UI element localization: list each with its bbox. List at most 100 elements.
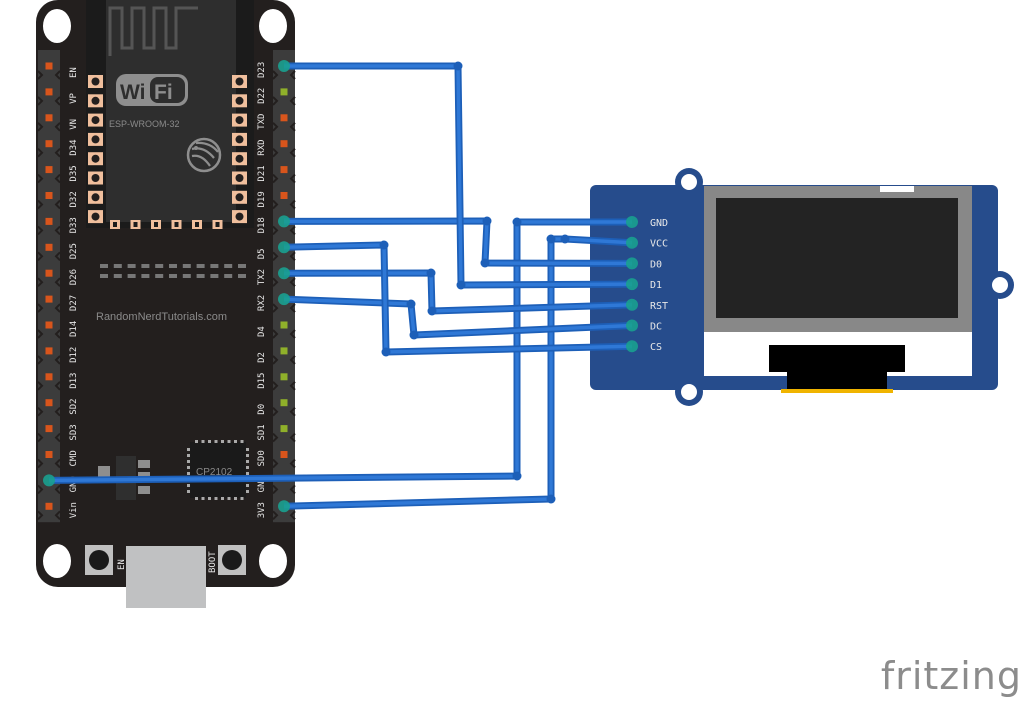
pin-label: RXD (257, 139, 267, 155)
pin-right-sd0[interactable] (272, 451, 296, 469)
wire-connector-end[interactable] (626, 278, 638, 291)
pin-label: D33 (69, 217, 79, 233)
wire-cs[interactable] (283, 240, 633, 357)
wire-connector-end[interactable] (278, 60, 290, 72)
pin-left-d32[interactable] (37, 192, 61, 210)
pin-right-tx2[interactable] (272, 277, 296, 287)
wire-connector-end[interactable] (278, 293, 290, 306)
pin-left-d13[interactable] (37, 373, 61, 391)
wire-bendpoint[interactable] (560, 234, 570, 244)
mount-hole (43, 544, 71, 578)
pin-label: D5 (257, 248, 267, 259)
wire-connector-end[interactable] (43, 474, 55, 487)
pin-label: GND (69, 476, 79, 492)
wire-connector-end[interactable] (626, 236, 638, 249)
pin-label: GND (257, 476, 267, 492)
pin-right-d4[interactable] (272, 321, 296, 339)
wire-connector-end[interactable] (278, 241, 290, 254)
wire-bendpoint[interactable] (482, 216, 492, 226)
wire-connector-end[interactable] (278, 215, 290, 228)
wire-bendpoint[interactable] (456, 280, 466, 290)
wire-vcc[interactable] (283, 234, 633, 510)
mount-hole (681, 384, 697, 400)
module-pads-right (232, 75, 247, 224)
wire-connector-end[interactable] (626, 298, 638, 311)
pin-left-en[interactable] (37, 62, 61, 80)
pin-label: CMD (69, 450, 79, 466)
mount-hole (259, 9, 287, 43)
wire-d1[interactable] (284, 61, 633, 290)
pin-right-d2[interactable] (272, 347, 296, 365)
oled-pin-label-vcc: VCC (650, 239, 668, 250)
pin-right-d22[interactable] (272, 88, 296, 106)
wire-bendpoint[interactable] (512, 471, 522, 481)
pin-right-rx2[interactable] (272, 303, 296, 313)
pin-left-d27[interactable] (37, 295, 61, 313)
boot-button[interactable] (218, 545, 246, 575)
wire-bendpoint[interactable] (381, 347, 391, 357)
wire-connector-end[interactable] (278, 267, 290, 280)
pin-left-d33[interactable] (37, 217, 61, 236)
wire-connector-end[interactable] (626, 216, 638, 228)
wire-bendpoint[interactable] (406, 299, 416, 309)
pin-left-d34[interactable] (37, 140, 61, 158)
pin-label: D22 (257, 88, 267, 104)
wire-connector-end[interactable] (626, 257, 638, 270)
pin-left-d12[interactable] (37, 347, 61, 365)
usb-port[interactable] (126, 546, 206, 608)
wire-bendpoint[interactable] (546, 494, 556, 504)
pin-label: D2 (257, 352, 267, 363)
oled-pin-label-gnd: GND (650, 218, 668, 229)
pin-right-rxd[interactable] (272, 140, 296, 158)
fritzing-logo: fritzing (880, 654, 1022, 698)
pin-left-sd2[interactable] (37, 399, 61, 417)
pin-left-vin[interactable] (37, 502, 61, 521)
watermark: RandomNerdTutorials.com (96, 311, 227, 323)
oled-pin-label-d0: D0 (650, 259, 662, 270)
pin-left-d26[interactable] (37, 269, 61, 287)
wire-bendpoint[interactable] (546, 234, 556, 244)
pin-left-cmd[interactable] (37, 451, 61, 469)
pin-label: D25 (69, 243, 79, 259)
pin-right-gnd[interactable] (272, 484, 296, 495)
pin-right-d18[interactable] (272, 225, 296, 236)
pin-right-d19[interactable] (272, 192, 296, 210)
mount-hole (259, 544, 287, 578)
pin-left-vp[interactable] (37, 88, 61, 106)
pin-label: D23 (257, 62, 267, 78)
pin-right-d23[interactable] (272, 70, 296, 80)
wire-connector-end[interactable] (626, 340, 638, 353)
pin-left-gnd[interactable] (37, 484, 61, 495)
pin-right-d21[interactable] (272, 166, 296, 184)
pin-right-d15[interactable] (272, 373, 296, 391)
pin-left-vn[interactable] (37, 114, 61, 132)
module-pad (151, 220, 161, 229)
pin-right-3v3[interactable] (272, 510, 296, 521)
wire-bendpoint[interactable] (453, 61, 463, 71)
pin-right-d5[interactable] (272, 251, 296, 262)
wire-rst[interactable] (283, 268, 633, 316)
wire-bendpoint[interactable] (512, 217, 522, 227)
wire-bendpoint[interactable] (409, 330, 419, 340)
pin-left-d35[interactable] (37, 166, 61, 184)
pin-right-d0[interactable] (272, 399, 296, 417)
pin-label: D12 (69, 347, 79, 363)
wire-connector-end[interactable] (626, 319, 638, 332)
wire-bendpoint[interactable] (427, 306, 437, 316)
wire-bendpoint[interactable] (379, 240, 389, 250)
wire-d0[interactable] (283, 216, 633, 268)
pin-left-d25[interactable] (37, 243, 61, 262)
wire-dc[interactable] (283, 295, 633, 340)
wire-bendpoint[interactable] (426, 268, 436, 278)
pin-left-d14[interactable] (37, 321, 61, 339)
pin-right-txd[interactable] (272, 114, 296, 132)
pin-right-sd1[interactable] (272, 425, 296, 443)
en-button[interactable] (85, 545, 113, 575)
pin-left-sd3[interactable] (37, 425, 61, 443)
wire-connector-end[interactable] (278, 500, 290, 513)
pin-label: VN (69, 119, 79, 130)
pin-label: D32 (69, 191, 79, 207)
wire-bendpoint[interactable] (480, 258, 490, 268)
wifi-logo-fi: Fi (154, 81, 173, 104)
